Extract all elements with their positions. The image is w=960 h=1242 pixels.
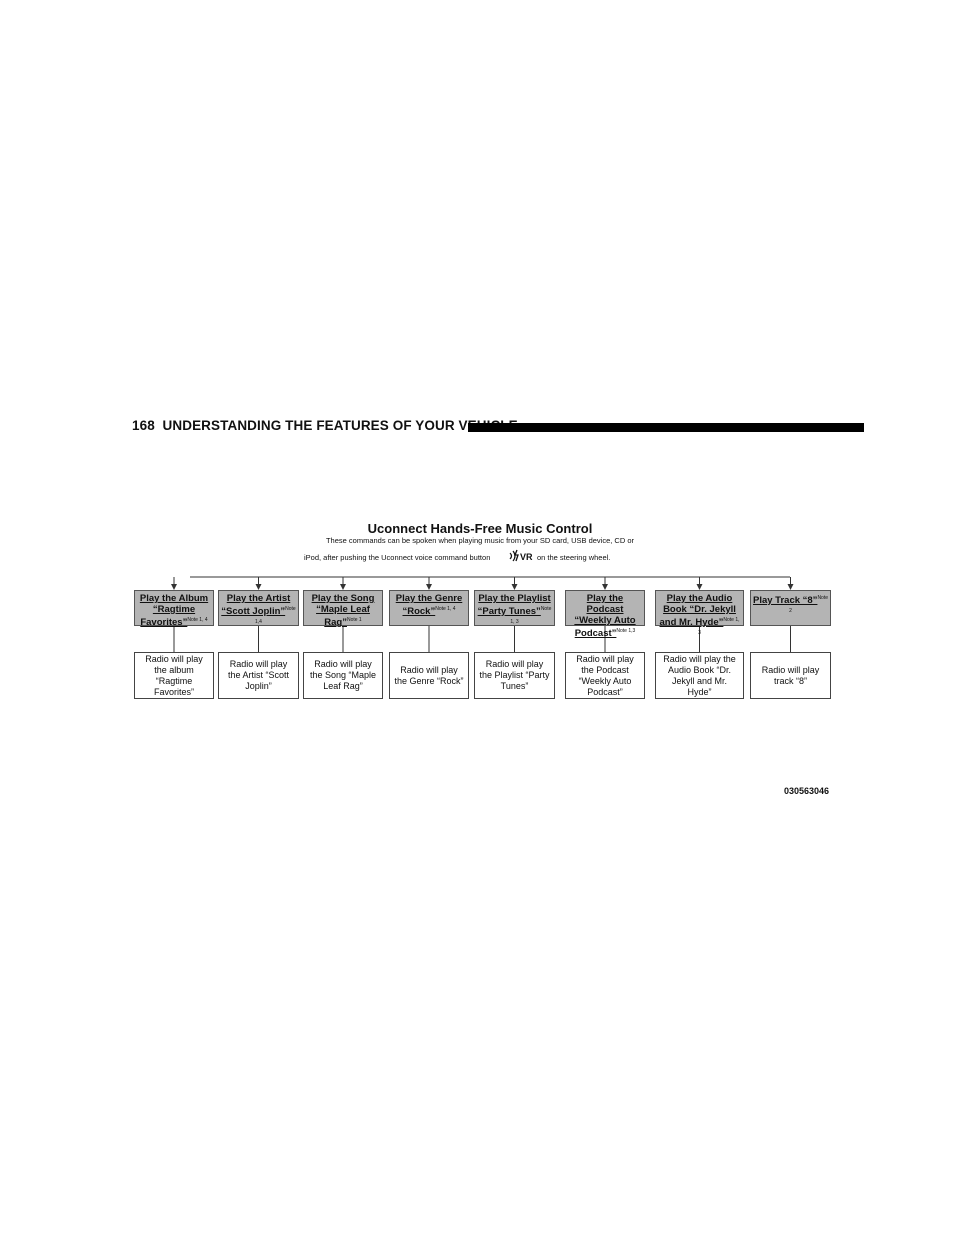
command-note: Note 1, 3	[698, 617, 740, 637]
command-box: Play Track “8”Note 2	[750, 590, 831, 626]
result-box: Radio will play the album “Ragtime Favor…	[134, 652, 214, 699]
result-text: Radio will play the Audio Book “Dr. Jeky…	[663, 653, 736, 697]
page-header: 168 UNDERSTANDING THE FEATURES OF YOUR V…	[132, 417, 864, 439]
command-note: Note 1,4	[255, 606, 296, 626]
command-note: Note 1,3	[616, 628, 636, 634]
command-note: Note 1, 3	[510, 606, 552, 626]
command-label: Play Track “8”	[753, 595, 818, 607]
command-note: Note 2	[789, 595, 828, 615]
image-code: 030563046	[784, 786, 830, 796]
arrow-head-icon	[426, 584, 432, 590]
diagram-title: Uconnect Hands-Free Music Control	[367, 521, 593, 536]
result-box: Radio will play the Genre “Rock”	[389, 652, 469, 699]
command-label: Play the Genre “Rock”	[395, 593, 463, 618]
command-note: Note 1	[346, 617, 362, 623]
result-text: Radio will play the Playlist “Party Tune…	[479, 659, 550, 691]
command-note: Note 1, 4	[435, 606, 456, 612]
result-box: Radio will play track “8”	[750, 652, 831, 699]
command-box: Play the Artist “Scott Joplin”Note 1,4	[218, 590, 299, 626]
arrow-head-icon	[511, 584, 518, 590]
section-title: UNDERSTANDING THE FEATURES OF YOUR VEHIC…	[162, 418, 518, 433]
command-box: Play the Podcast “Weekly Auto Podcast”No…	[565, 590, 645, 639]
result-box: Radio will play the Audio Book “Dr. Jeky…	[655, 652, 744, 699]
svg-text:VR: VR	[520, 552, 533, 562]
command-label: Play the Artist “Scott Joplin”	[221, 593, 291, 618]
result-box: Radio will play the Playlist “Party Tune…	[474, 652, 555, 699]
voice-command-vr-icon: VR	[509, 549, 533, 562]
command-box: Play the Audio Book “Dr. Jekyll and Mr. …	[655, 590, 744, 636]
arrow-head-icon	[696, 584, 703, 590]
result-text: Radio will play the Genre “Rock”	[394, 664, 464, 686]
header-text: 168 UNDERSTANDING THE FEATURES OF YOUR V…	[132, 418, 518, 433]
result-box: Radio will play the Song “Maple Leaf Rag…	[303, 652, 383, 699]
header-rule	[468, 423, 864, 432]
command-box: Play the Playlist “Party Tunes”Note 1, 3	[474, 590, 555, 626]
result-text: Radio will play the Artist “Scott Joplin…	[227, 659, 290, 691]
command-label: Play the Song “Maple Leaf Rag”	[311, 593, 375, 629]
arrow-head-icon	[171, 584, 177, 590]
command-label: Play the Podcast “Weekly Auto Podcast”	[574, 593, 636, 640]
result-text: Radio will play the album “Ragtime Favor…	[145, 653, 203, 697]
command-box: Play the Genre “Rock”Note 1, 4	[389, 590, 469, 626]
diagram-subtitle-line2-end: on the steering wheel.	[537, 553, 611, 562]
command-label: Play the Playlist “Party Tunes”	[477, 593, 551, 618]
arrow-head-icon	[255, 584, 262, 590]
result-text: Radio will play the Podcast “Weekly Auto…	[576, 653, 634, 697]
result-box: Radio will play the Artist “Scott Joplin…	[218, 652, 299, 699]
command-box: Play the Album “Ragtime Favorites”Note 1…	[134, 590, 214, 629]
diagram-subtitle-line1: These commands can be spoken when playin…	[325, 536, 635, 545]
command-note: Note 1, 4	[187, 617, 208, 623]
result-text: Radio will play the Song “Maple Leaf Rag…	[309, 659, 377, 691]
result-text: Radio will play track “8”	[761, 664, 820, 686]
result-box: Radio will play the Podcast “Weekly Auto…	[565, 652, 645, 699]
arrow-head-icon	[340, 584, 346, 590]
page-number: 168	[132, 418, 155, 433]
command-label: Play the Audio Book “Dr. Jekyll and Mr. …	[659, 593, 736, 629]
arrow-head-icon	[602, 584, 608, 590]
command-box: Play the Song “Maple Leaf Rag”Note 1	[303, 590, 383, 629]
arrow-head-icon	[787, 584, 794, 590]
command-label: Play the Album “Ragtime Favorites”	[139, 593, 209, 629]
diagram-subtitle-line2-start: iPod, after pushing the Uconnect voice c…	[304, 553, 491, 562]
